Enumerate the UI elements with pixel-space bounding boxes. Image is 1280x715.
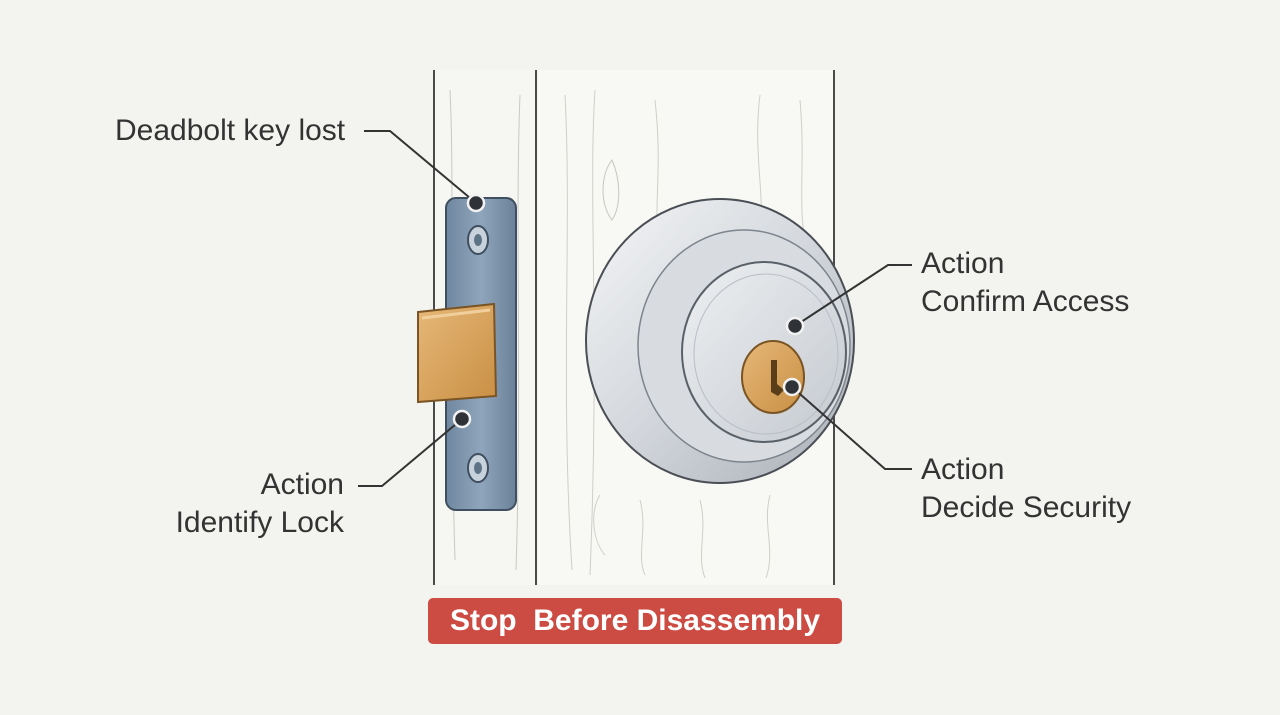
leader-line-bottom-right: [791, 386, 912, 470]
callout-decide-security: Action Decide Security: [921, 451, 1131, 527]
callout-decide-security-heading: Action: [921, 453, 1005, 486]
callout-dot-top-right: [785, 316, 805, 336]
callout-deadbolt-key-lost: Deadbolt key lost: [115, 112, 345, 150]
stop-banner: Stop Before Disassembly: [428, 598, 842, 644]
callout-dot-bottom-left: [452, 409, 472, 429]
leader-lines: [358, 130, 912, 487]
leader-line-top-right: [794, 264, 912, 327]
callout-confirm-access-text: Confirm Access: [921, 285, 1130, 318]
latch-bolt: [417, 302, 498, 404]
callout-confirm-access: Action Confirm Access: [921, 245, 1129, 321]
callout-identify-lock: Action Identify Lock: [176, 466, 344, 542]
callout-decide-security-text: Decide Security: [921, 491, 1132, 524]
callout-identify-lock-text: Identify Lock: [175, 506, 344, 539]
callout-identify-lock-heading: Action: [260, 468, 344, 501]
callout-dot-bottom-right: [782, 377, 802, 397]
leader-line-top-left: [364, 130, 477, 204]
callout-confirm-access-heading: Action: [921, 247, 1005, 280]
leader-line-bottom-left: [358, 418, 463, 487]
stop-banner-text: Stop Before Disassembly: [449, 604, 821, 637]
callout-dot-top-left: [466, 193, 486, 213]
screw-bottom-icon: [467, 453, 489, 483]
keyhole-icon: [741, 340, 805, 414]
callout-dots: [452, 193, 805, 429]
deadbolt-cylinder: [585, 198, 855, 484]
screw-top-icon: [467, 225, 489, 255]
callout-deadbolt-key-lost-text: Deadbolt key lost: [115, 114, 346, 147]
